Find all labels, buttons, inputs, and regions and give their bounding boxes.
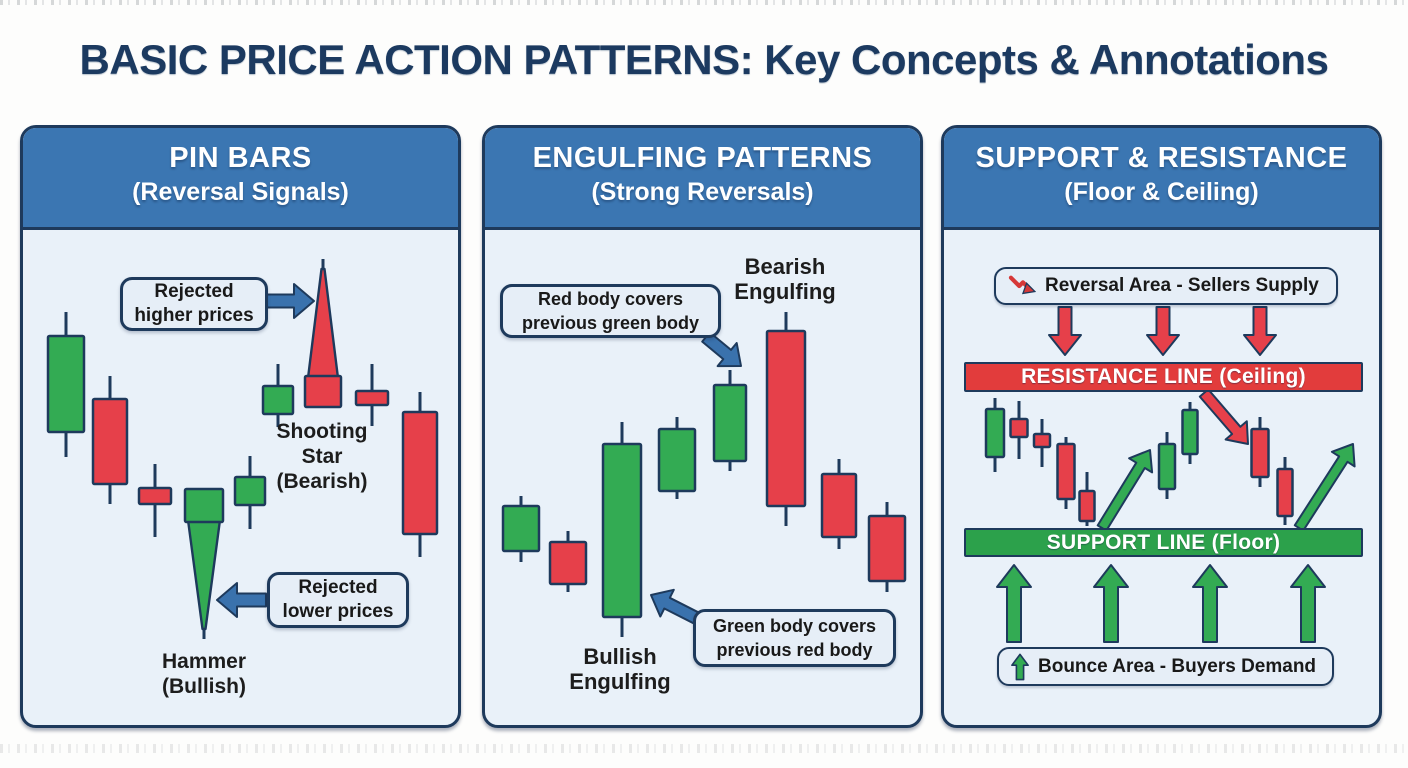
panel-support-resistance: SUPPORT & RESISTANCE (Floor & Ceiling) R… [941, 125, 1382, 728]
callout-line: previous red body [716, 640, 873, 660]
label-line: (Bullish) [162, 675, 246, 698]
support-line-bar: SUPPORT LINE (Floor) [964, 528, 1363, 557]
panel-subtitle: (Floor & Ceiling) [1064, 178, 1259, 206]
bounce-area-label: Bounce Area - Buyers Demand [1038, 655, 1317, 677]
callout-rejected-higher-prices: Rejected higher prices [120, 277, 268, 331]
candle-body [501, 504, 541, 553]
candle-body [1078, 489, 1096, 523]
green-arrow [996, 564, 1032, 643]
red-arrow [1146, 306, 1180, 356]
label-line: Engulfing [734, 279, 836, 304]
green-arrow [1096, 449, 1154, 532]
engulfing-candlestick-chart [501, 312, 907, 637]
red-arrow [1048, 306, 1082, 356]
blue-arrow [265, 283, 315, 319]
candle-body [712, 383, 748, 463]
label-line: (Bearish) [276, 470, 368, 493]
candle-body [1157, 442, 1177, 491]
green-arrow [1192, 564, 1228, 643]
candle-body [1056, 442, 1076, 501]
candle-body [1009, 417, 1029, 439]
red-arrow [1243, 306, 1277, 356]
candle-body [303, 374, 343, 409]
panel-engulfing-patterns: ENGULFING PATTERNS (Strong Reversals) Be… [482, 125, 923, 728]
top-edge-texture [0, 0, 1408, 5]
candle-body [984, 407, 1006, 459]
label-line: Engulfing [569, 669, 671, 694]
up-arrow-icon [1011, 653, 1029, 680]
candle-body [867, 514, 907, 583]
panel-subtitle: (Reversal Signals) [132, 178, 349, 206]
label-bullish-engulfing: Bullish Engulfing [550, 644, 690, 694]
green-arrow [1293, 443, 1356, 532]
label-line: Shooting [276, 420, 368, 443]
panel-pin-bars-body: Rejected higher prices Rejected lower pr… [23, 230, 458, 725]
candle-body [137, 486, 173, 506]
callout-rejected-lower-prices: Rejected lower prices [267, 572, 409, 628]
callout-line: Rejected [298, 577, 378, 598]
pin-bars-candlestick-chart [46, 259, 439, 639]
candle-body [233, 475, 267, 507]
candle-body [1276, 467, 1294, 518]
blue-arrow [216, 582, 267, 618]
candle-body [820, 472, 858, 539]
panel-engulfing-header: ENGULFING PATTERNS (Strong Reversals) [485, 128, 920, 230]
callout-line: Red body covers [537, 289, 684, 309]
candle-body [183, 487, 225, 524]
panel-pin-bars-header: PIN BARS (Reversal Signals) [23, 128, 458, 230]
panel-support-resistance-header: SUPPORT & RESISTANCE (Floor & Ceiling) [944, 128, 1379, 230]
label-line: Star [301, 445, 343, 468]
reversal-area-pill: Reversal Area - Sellers Supply [994, 267, 1338, 305]
callout-green-body-covers: Green body covers previous red body [693, 609, 896, 667]
candle-body [657, 427, 697, 493]
reversal-area-label: Reversal Area - Sellers Supply [1045, 275, 1319, 296]
candle-body [548, 540, 588, 586]
candle-body [1181, 408, 1199, 456]
candle-body [1250, 427, 1270, 479]
callout-line: higher prices [134, 305, 254, 326]
support-resistance-chart [984, 306, 1356, 643]
callout-line: lower prices [282, 601, 394, 622]
panel-subtitle: (Strong Reversals) [591, 178, 814, 206]
candle-body [261, 384, 295, 416]
page-title: BASIC PRICE ACTION PATTERNS: Key Concept… [79, 36, 1329, 83]
candle-body [601, 442, 643, 619]
green-arrow [1093, 564, 1129, 643]
callout-line: previous green body [521, 313, 700, 333]
label-bearish-engulfing: Bearish Engulfing [715, 254, 855, 304]
panel-title: PIN BARS [169, 142, 312, 174]
candle-taper [306, 267, 340, 380]
bottom-edge-texture [0, 744, 1408, 753]
candle-taper [186, 518, 222, 631]
panel-title: ENGULFING PATTERNS [532, 142, 873, 174]
callout-line: Rejected [154, 281, 234, 302]
green-arrow [1290, 564, 1326, 643]
down-trend-icon [1008, 275, 1036, 295]
panel-support-resistance-body: Reversal Area - Sellers Supply RESISTANC… [944, 230, 1379, 725]
candle-body [1032, 432, 1052, 449]
label-shooting-star: Shooting Star (Bearish) [252, 419, 392, 494]
panel-title: SUPPORT & RESISTANCE [975, 142, 1348, 174]
resistance-line-bar: RESISTANCE LINE (Ceiling) [964, 362, 1363, 392]
bounce-area-pill: Bounce Area - Buyers Demand [997, 647, 1334, 686]
candle-body [354, 389, 390, 407]
label-line: Bearish [744, 254, 826, 279]
label-line: Bullish [583, 644, 657, 669]
candle-body [401, 410, 439, 536]
panel-pin-bars: PIN BARS (Reversal Signals) Rejected hig… [20, 125, 461, 728]
candle-body [765, 329, 807, 508]
label-hammer: Hammer (Bullish) [134, 649, 274, 699]
red-arrow [1198, 388, 1249, 445]
candle-body [91, 397, 129, 486]
candle-body [46, 334, 86, 434]
callout-line: Green body covers [712, 616, 877, 636]
label-line: Hammer [161, 650, 247, 673]
callout-red-body-covers: Red body covers previous green body [500, 284, 721, 338]
panel-engulfing-body: Bearish Engulfing Red body covers previo… [485, 230, 920, 725]
